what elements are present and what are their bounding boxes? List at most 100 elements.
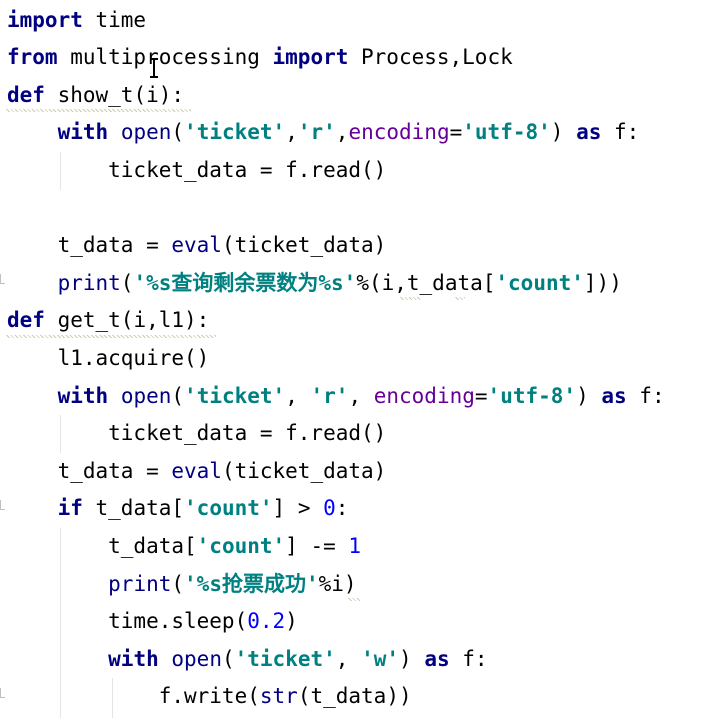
code-token: , [335, 646, 362, 671]
code-token: 'count' [184, 496, 273, 521]
code-token: (t_data)) [297, 684, 412, 709]
code-line[interactable]: t_data['count'] -= 1 [7, 528, 361, 566]
code-token: with [57, 120, 109, 145]
code-token: as [424, 646, 450, 671]
indent-guide [60, 152, 61, 190]
indent-guide [112, 678, 113, 718]
code-line[interactable]: l1.acquire() [7, 340, 210, 378]
code-token: ( [221, 646, 235, 671]
code-token [7, 496, 58, 520]
code-token: import [272, 45, 349, 70]
code-token: t_data = [7, 233, 172, 258]
code-line[interactable]: with open('ticket', 'w') as f: [7, 641, 487, 679]
code-token: = [474, 383, 488, 408]
code-token: encoding [348, 120, 450, 145]
code-token: f: [626, 383, 665, 408]
code-token: str [259, 684, 298, 709]
code-token: print [108, 571, 172, 596]
code-line[interactable]: from multiprocessing import Process,Lock [7, 39, 513, 77]
code-token: t_data[ [7, 533, 197, 558]
code-token: l1.acquire() [7, 345, 210, 370]
code-token: eval [171, 458, 222, 483]
code-token: 'r' [310, 383, 349, 408]
code-token: f: [601, 120, 640, 145]
code-token: open [120, 383, 172, 408]
warning-squiggle [348, 598, 360, 601]
code-token: 'ticket' [234, 646, 336, 671]
code-token: open [171, 646, 222, 671]
code-token: ] -= [285, 533, 349, 558]
code-line[interactable]: if t_data['count'] > 0: [7, 490, 349, 528]
indent-guide [60, 528, 61, 718]
code-token: ])) [583, 270, 622, 295]
code-token: ( [171, 571, 185, 596]
code-token: 'count' [495, 270, 584, 295]
code-token [7, 271, 58, 295]
code-line[interactable]: time.sleep(0.2) [7, 603, 298, 641]
fold-marker-icon[interactable] [0, 274, 5, 284]
text-cursor-icon [150, 58, 158, 78]
code-token: get_t(i,l1): [44, 308, 210, 333]
code-token: time.sleep( [7, 609, 248, 634]
code-token [108, 120, 121, 144]
code-token: 0.2 [247, 609, 286, 634]
code-line[interactable]: print('%s查询剩余票数为%s'%(i,t_data['count'])) [7, 265, 622, 303]
code-line[interactable]: print('%s抢票成功'%i) [7, 566, 357, 604]
code-token: ( [171, 383, 185, 408]
code-line[interactable]: t_data = eval(ticket_data) [7, 227, 387, 265]
code-token: ) [576, 383, 602, 408]
fold-marker-icon[interactable] [0, 500, 5, 510]
code-token [7, 572, 108, 596]
code-token: if [57, 496, 83, 521]
code-token: 'utf-8' [487, 383, 577, 408]
code-line[interactable]: t_data = eval(ticket_data) [7, 453, 387, 491]
code-token: ( [171, 120, 185, 145]
code-token: ] > [272, 496, 324, 521]
code-token: 'count' [196, 533, 286, 558]
code-token: encoding [373, 383, 475, 408]
code-line[interactable]: with open('ticket','r',encoding='utf-8')… [7, 114, 640, 152]
indent-guide [60, 415, 61, 453]
code-line[interactable]: ticket_data = f.read() [7, 152, 386, 190]
warning-squiggle [400, 297, 420, 300]
code-line[interactable]: def show_t(i): [7, 77, 184, 115]
code-line[interactable]: import time [7, 2, 146, 40]
code-token: , [285, 120, 298, 145]
code-token: , [335, 120, 349, 145]
code-token: def [7, 82, 45, 107]
code-token: 1 [348, 533, 362, 558]
code-token: print [57, 270, 121, 295]
code-token [7, 120, 58, 144]
code-token: '%s查询剩余票数为%s' [133, 270, 357, 295]
warning-squiggle [455, 297, 465, 300]
code-token: (ticket_data) [221, 233, 387, 258]
code-token: f.write( [7, 684, 260, 709]
code-token: ticket_data = f.read() [7, 421, 387, 446]
code-line[interactable]: f.write(str(t_data)) [7, 678, 412, 716]
code-token: 'r' [297, 120, 336, 145]
code-token: def [7, 308, 45, 333]
code-token: : [335, 496, 349, 521]
code-token [159, 647, 172, 671]
code-token [7, 647, 108, 671]
code-token: ) [399, 646, 425, 671]
code-token: ticket_data = f.read() [7, 157, 387, 182]
code-token: t_data[ [82, 496, 185, 521]
code-token: with [108, 646, 159, 671]
code-token: (ticket_data) [221, 458, 387, 483]
fold-marker-icon[interactable] [0, 688, 5, 698]
code-token: %i) [318, 571, 357, 596]
code-token: 0 [323, 496, 336, 521]
code-token: 'ticket' [184, 383, 286, 408]
code-line[interactable]: def get_t(i,l1): [7, 302, 209, 340]
code-token: t_data = [7, 458, 172, 483]
code-token: as [601, 383, 627, 408]
warning-squiggle [6, 335, 216, 338]
code-line[interactable]: ticket_data = f.read() [7, 415, 386, 453]
code-line[interactable]: with open('ticket', 'r', encoding='utf-8… [7, 378, 665, 416]
code-token: 'ticket' [184, 120, 286, 145]
code-token: time [82, 7, 147, 32]
code-token: show_t(i): [44, 82, 185, 107]
code-token: 'utf-8' [462, 120, 551, 145]
